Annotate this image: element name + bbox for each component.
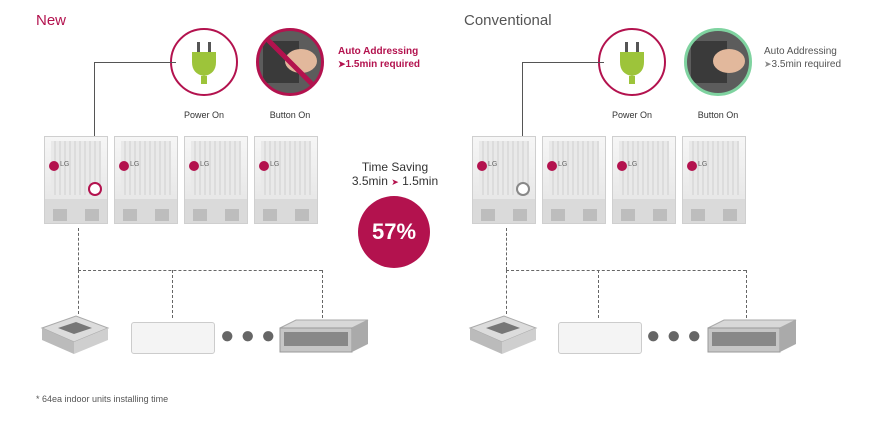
network-line [78, 270, 322, 271]
arrow-right-icon: ➤ [764, 59, 772, 69]
power-line-new-vertical [94, 62, 95, 184]
cassette-indoor-unit [40, 315, 110, 354]
network-line [598, 270, 599, 318]
outdoor-unit: LG [254, 136, 318, 224]
wall-mounted-indoor-unit [131, 322, 215, 354]
network-line [506, 270, 507, 314]
power-plug-icon [620, 42, 644, 84]
time-saving-from: 3.5min [351, 174, 388, 188]
time-saving-label: Time Saving [361, 160, 429, 174]
time-saving-block: Time Saving 3.5min ➤ 1.5min [340, 160, 450, 188]
button-press-icon [263, 37, 317, 87]
button-on-circle-new [256, 28, 324, 96]
power-line-conventional [522, 62, 604, 63]
power-line-new [94, 62, 176, 63]
new-title: New [36, 12, 67, 29]
more-units-dots: ●●● [220, 322, 282, 349]
auto-addressing-title-new: Auto Addressing [338, 46, 419, 57]
time-saving-percent: 57% [358, 196, 430, 268]
more-units-dots: ●●● [646, 322, 708, 349]
network-line [322, 270, 323, 318]
network-line [78, 228, 79, 270]
network-line [78, 270, 79, 314]
auto-addressing-time-conventional: 3.5min required [771, 59, 842, 70]
conventional-title: Conventional [464, 12, 552, 29]
cassette-indoor-unit [468, 315, 538, 354]
button-on-circle-conventional [684, 28, 752, 96]
power-on-circle-conventional [598, 28, 666, 96]
outdoor-unit: LG [542, 136, 606, 224]
power-plug-icon [192, 42, 216, 84]
button-press-icon [691, 41, 745, 83]
network-line [746, 270, 747, 318]
outdoor-unit: LG [472, 136, 536, 224]
button-on-label-conventional: Button On [697, 110, 739, 120]
arrow-right-icon: ➤ [338, 59, 346, 69]
auto-addressing-title-conventional: Auto Addressing [764, 46, 837, 57]
auto-addressing-conventional: Auto Addressing ➤3.5min required [764, 46, 841, 71]
wall-mounted-indoor-unit [558, 322, 642, 354]
connection-point-new [88, 182, 102, 196]
outdoor-unit: LG [184, 136, 248, 224]
ducted-indoor-unit [279, 319, 369, 353]
power-line-conventional-vertical [522, 62, 523, 184]
outdoor-unit: LG [44, 136, 108, 224]
power-on-circle-new [170, 28, 238, 96]
outdoor-unit: LG [114, 136, 178, 224]
button-on-label-new: Button On [269, 110, 311, 120]
network-line [172, 270, 173, 318]
network-line [506, 270, 746, 271]
outdoor-unit: LG [612, 136, 676, 224]
time-saving-to: 1.5min [402, 174, 439, 188]
power-on-label-new: Power On [183, 110, 225, 120]
footnote: * 64ea indoor units installing time [36, 394, 169, 404]
connection-point-conventional [516, 182, 530, 196]
auto-addressing-time-new: 1.5min required [345, 59, 421, 70]
arrow-right-icon: ➤ [391, 177, 399, 187]
network-line [506, 228, 507, 270]
ducted-indoor-unit [707, 319, 797, 353]
auto-addressing-new: Auto Addressing ➤1.5min required [338, 46, 420, 71]
outdoor-unit: LG [682, 136, 746, 224]
power-on-label-conventional: Power On [611, 110, 653, 120]
